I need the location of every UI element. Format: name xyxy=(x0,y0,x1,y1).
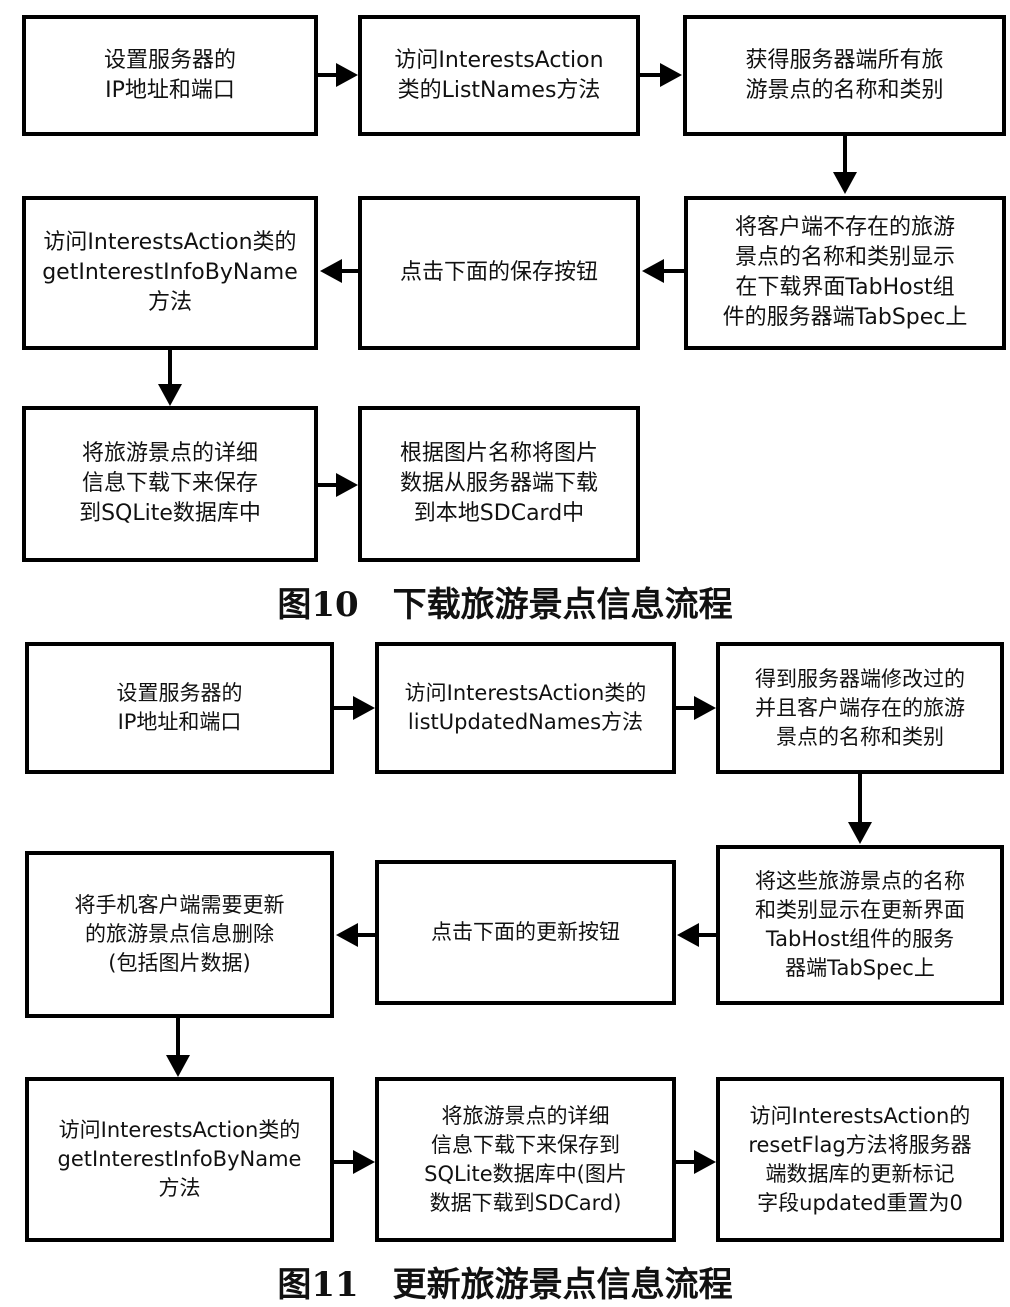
f10-step-set-server-ip-port: 设置服务器的 IP地址和端口 xyxy=(22,15,318,136)
f11-step-9-text: 访问InterestsAction的 resetFlag方法将服务器 端数据库的… xyxy=(748,1103,972,1215)
arrowhead-f11-8-9 xyxy=(694,1150,716,1174)
f11-step-save-to-sqlite: 将旅游景点的详细 信息下载下来保存到 SQLite数据库中(图片 数据下载到SD… xyxy=(375,1077,676,1242)
f11-step-2-text: 访问InterestsAction类的 listUpdatedNames方法 xyxy=(404,681,647,734)
f11-step-5-text: 点击下面的更新按钮 xyxy=(431,920,620,944)
f10-step-2-text: 访问InterestsAction 类的ListNames方法 xyxy=(394,47,604,103)
f11-step-1-text: 设置服务器的 IP地址和端口 xyxy=(116,681,243,734)
f11-step-call-listupdatednames: 访问InterestsAction类的 listUpdatedNames方法 xyxy=(375,642,676,774)
f10-step-get-all-names: 获得服务器端所有旅 游景点的名称和类别 xyxy=(683,15,1006,136)
f11-step-get-updated-names: 得到服务器端修改过的 并且客户端存在的旅游 景点的名称和类别 xyxy=(716,642,1004,774)
f10-step-3-text: 获得服务器端所有旅 游景点的名称和类别 xyxy=(745,47,944,103)
f11-step-3-text: 得到服务器端修改过的 并且客户端存在的旅游 景点的名称和类别 xyxy=(755,666,965,749)
arrowhead-f11-5-6 xyxy=(336,923,358,947)
f11-step-delete-local: 将手机客户端需要更新 的旅游景点信息删除 (包括图片数据) xyxy=(25,851,334,1018)
arrowhead-f10-2-3 xyxy=(660,63,682,87)
f11-step-6-text: 将手机客户端需要更新 的旅游景点信息删除 (包括图片数据) xyxy=(74,893,285,975)
figure11-caption: 图11 更新旅游景点信息流程 xyxy=(277,1265,733,1305)
arrowhead-f11-2-3 xyxy=(694,696,716,720)
figure10-caption: 图10 下载旅游景点信息流程 xyxy=(277,585,733,625)
arrowhead-f11-7-8 xyxy=(353,1150,375,1174)
arrowhead-f10-7-8 xyxy=(336,473,358,497)
f11-step-call-getinterestinfo: 访问InterestsAction类的 getInterestInfoByNam… xyxy=(25,1077,334,1242)
f11-step-set-server-ip-port: 设置服务器的 IP地址和端口 xyxy=(25,642,334,774)
f11-step-display-updated: 将这些旅游景点的名称 和类别显示在更新界面 TabHost组件的服务 器端Tab… xyxy=(716,845,1004,1005)
arrowhead-f11-1-2 xyxy=(353,696,375,720)
arrowhead-f11-3-4 xyxy=(848,822,872,844)
f10-step-7-text: 将旅游景点的详细 信息下载下来保存 到SQLite数据库中 xyxy=(79,441,261,526)
f10-step-1-text: 设置服务器的 IP地址和端口 xyxy=(103,47,236,103)
f11-step-8-text: 将旅游景点的详细 信息下载下来保存到 SQLite数据库中(图片 数据下载到SD… xyxy=(424,1103,627,1215)
f10-step-display-missing: 将客户端不存在的旅游 景点的名称和类别显示 在下载界面TabHost组 件的服务… xyxy=(684,196,1006,350)
arrowhead-f10-5-6 xyxy=(320,259,342,283)
f10-step-click-save: 点击下面的保存按钮 xyxy=(358,196,640,350)
f10-step-5-text: 点击下面的保存按钮 xyxy=(399,260,598,285)
f10-step-call-listnames: 访问InterestsAction 类的ListNames方法 xyxy=(358,15,640,136)
arrowhead-f11-6-7 xyxy=(166,1055,190,1077)
f10-step-save-to-sqlite: 将旅游景点的详细 信息下载下来保存 到SQLite数据库中 xyxy=(22,406,318,562)
f10-step-8-text: 根据图片名称将图片 数据从服务器端下载 到本地SDCard中 xyxy=(399,441,598,526)
f10-step-4-text: 将客户端不存在的旅游 景点的名称和类别显示 在下载界面TabHost组 件的服务… xyxy=(722,215,968,330)
f11-step-4-text: 将这些旅游景点的名称 和类别显示在更新界面 TabHost组件的服务 器端Tab… xyxy=(755,869,965,980)
f11-step-click-update: 点击下面的更新按钮 xyxy=(375,860,676,1005)
f11-step-reset-flag: 访问InterestsAction的 resetFlag方法将服务器 端数据库的… xyxy=(716,1077,1004,1242)
f10-step-call-getinterestinfo: 访问InterestsAction类的 getInterestInfoByNam… xyxy=(22,196,318,350)
arrowhead-f10-6-7 xyxy=(158,384,182,406)
f10-step-download-images: 根据图片名称将图片 数据从服务器端下载 到本地SDCard中 xyxy=(358,406,640,562)
arrowhead-f10-1-2 xyxy=(336,63,358,87)
arrowhead-f11-4-5 xyxy=(677,923,699,947)
f11-step-7-text: 访问InterestsAction类的 getInterestInfoByNam… xyxy=(57,1118,302,1200)
f10-step-6-text: 访问InterestsAction类的 getInterestInfoByNam… xyxy=(42,230,298,315)
arrowhead-f10-3-4 xyxy=(833,172,857,194)
arrowhead-f10-4-5 xyxy=(642,259,664,283)
